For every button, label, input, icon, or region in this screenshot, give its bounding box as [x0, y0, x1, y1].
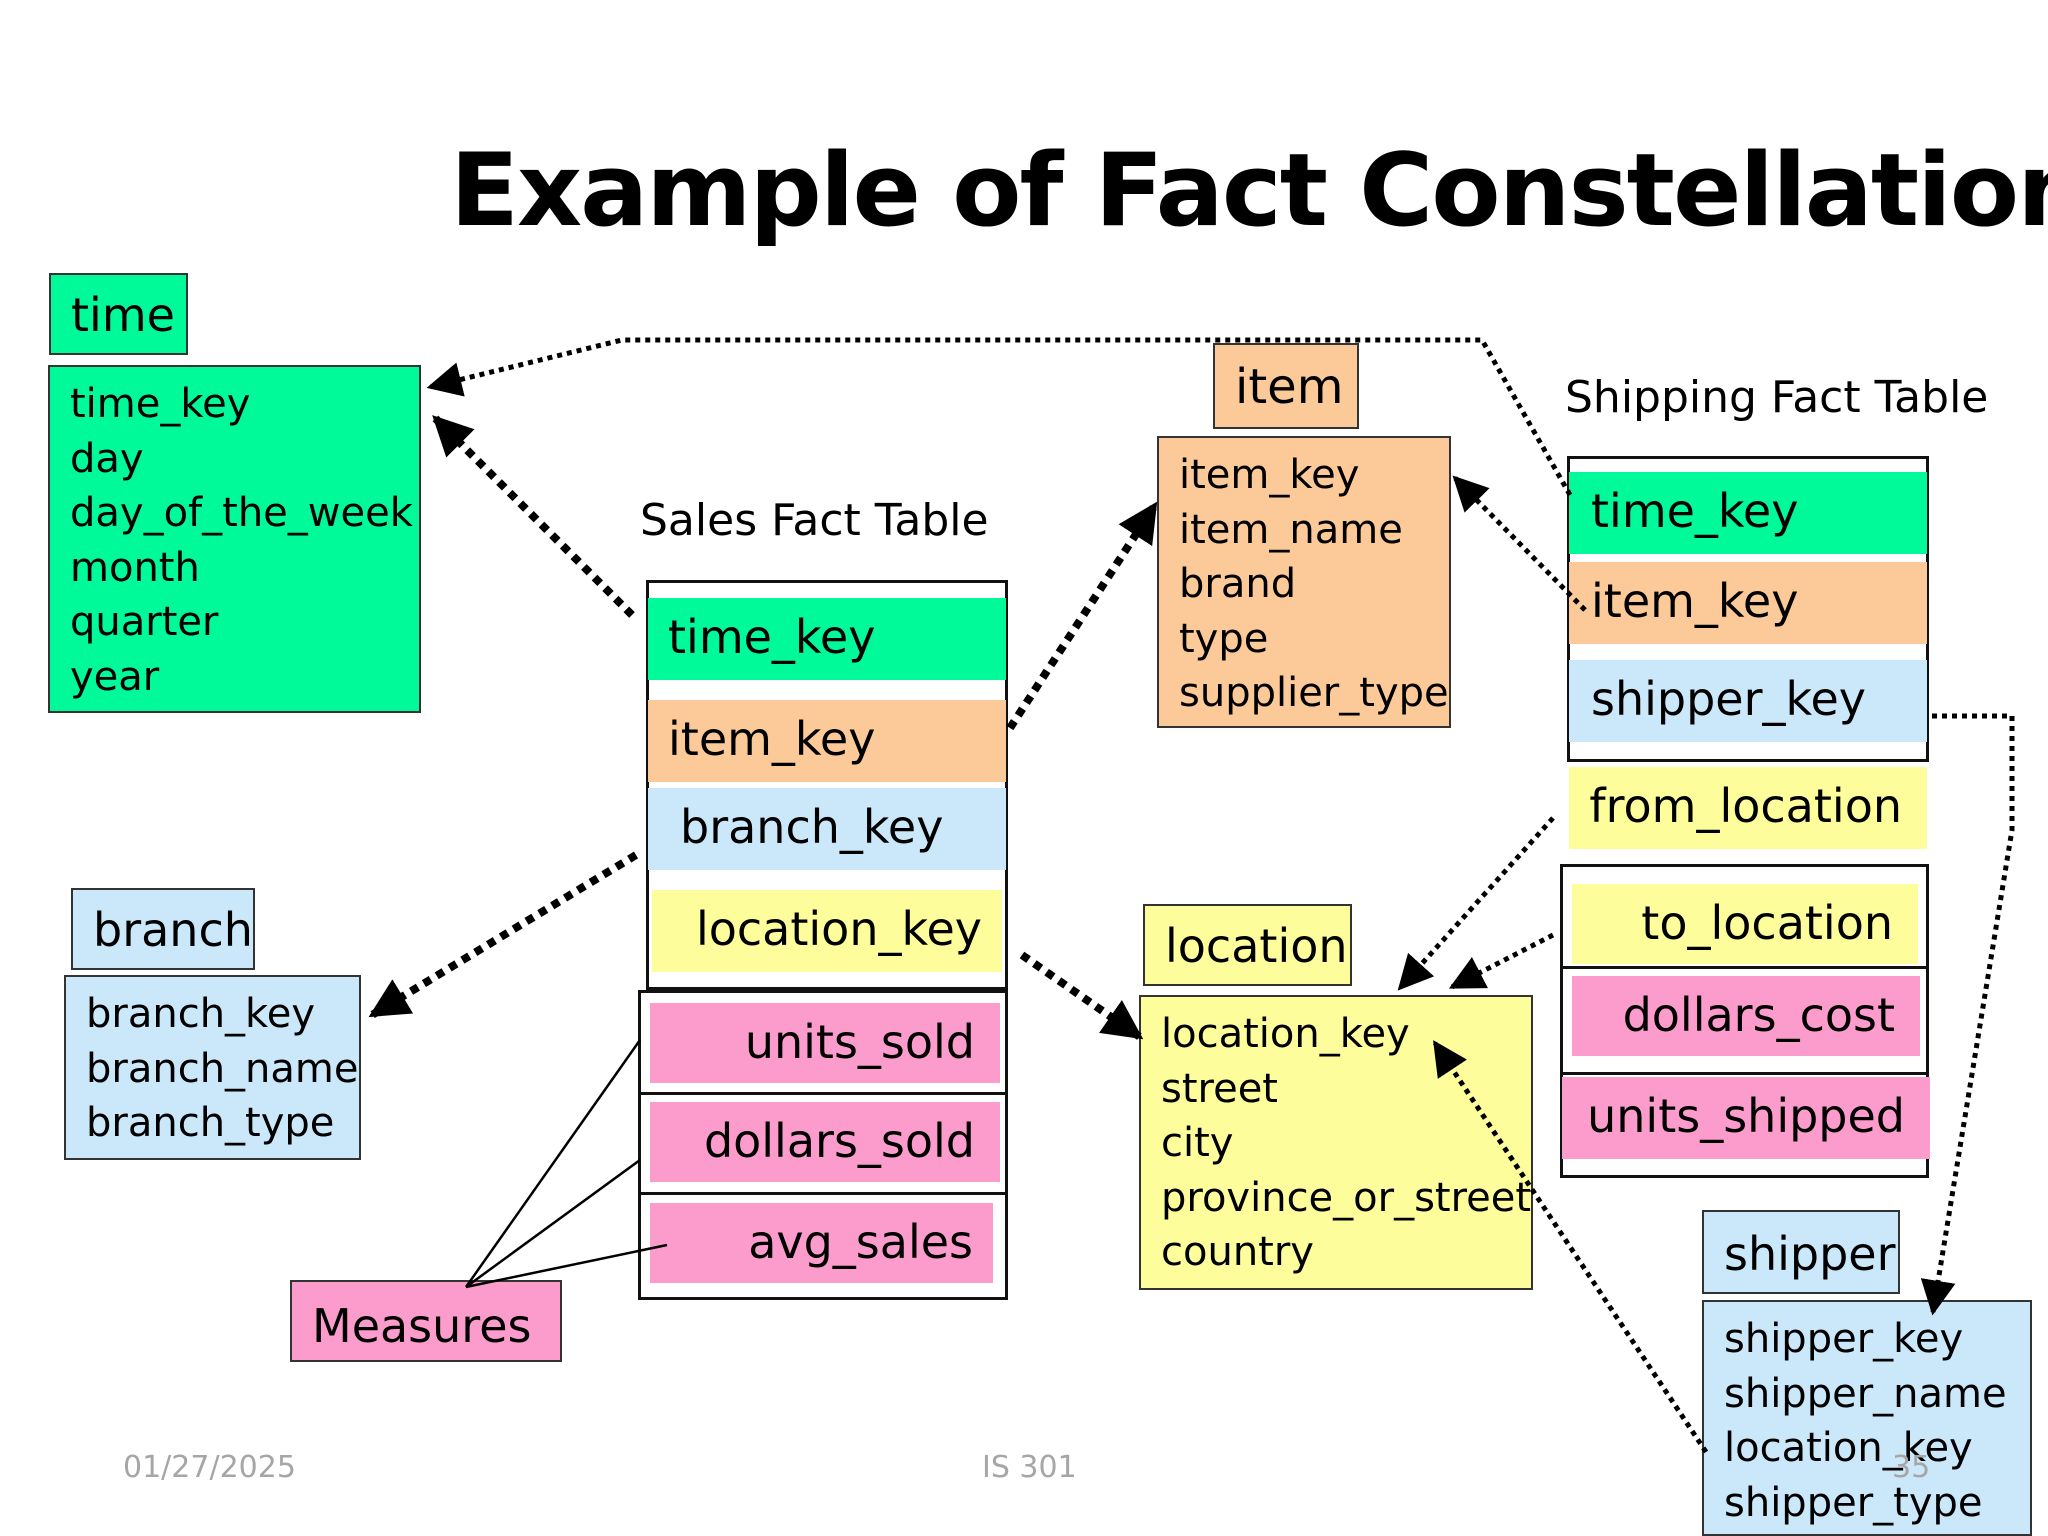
shipping-to-location: to_location	[1572, 884, 1918, 964]
shipping-item-key: item_key	[1569, 562, 1927, 644]
branch-table-header: branch	[71, 888, 255, 970]
sales-to-branch-connector	[368, 851, 639, 1019]
shipping-divider	[1563, 1072, 1926, 1075]
time-field: month	[70, 544, 200, 591]
sales-to-location-connector	[1019, 951, 1144, 1041]
sales-item-key: item_key	[648, 700, 1006, 782]
time-field: quarter	[70, 599, 219, 645]
measures-label: Measures	[290, 1280, 562, 1362]
time-table-header: time	[49, 273, 188, 355]
sales-branch-key: branch_key	[648, 788, 1006, 870]
time-field: day_of_the_week	[70, 490, 413, 536]
footer-date: 01/27/2025	[123, 1450, 296, 1485]
shipping-to-time-connector	[426, 337, 1573, 497]
sales-units-sold: units_sold	[650, 1003, 1000, 1083]
location-field: province_or_street	[1161, 1174, 1532, 1221]
branch-field: branch_name	[86, 1045, 359, 1092]
sales-dollars-sold: dollars_sold	[650, 1102, 1000, 1182]
footer-course: IS 301	[982, 1450, 1077, 1485]
item-field: brand	[1179, 561, 1297, 607]
branch-field: branch_key	[86, 991, 316, 1037]
item-field: type	[1179, 615, 1269, 662]
from-location-connector	[1397, 816, 1555, 991]
shipper-location-connector	[1432, 1040, 1709, 1454]
location-dimension-table: location_key street city province_or_str…	[1139, 995, 1533, 1290]
shipper-dimension-table: shipper_key shipper_name location_key sh…	[1702, 1300, 2032, 1536]
shipper-field: shipper_key	[1724, 1316, 1964, 1362]
sales-time-key: time_key	[648, 598, 1006, 680]
time-field: year	[70, 653, 160, 700]
location-field: location_key	[1161, 1011, 1410, 1057]
shipping-units-shipped: units_shipped	[1562, 1077, 1930, 1159]
shipper-field: shipper_name	[1724, 1370, 2007, 1417]
time-field: day	[70, 435, 144, 482]
shipping-from-location: from_location	[1569, 767, 1927, 849]
measures-pointer-line	[464, 1039, 642, 1288]
measures-pointer-line	[465, 1158, 641, 1289]
item-table-header: item	[1213, 343, 1359, 429]
sales-location-key: location_key	[652, 890, 1002, 972]
time-dimension-table: time_key day day_of_the_week month quart…	[48, 365, 421, 713]
shipping-time-key: time_key	[1569, 472, 1927, 554]
sales-to-item-connector	[1006, 501, 1159, 731]
item-dimension-table: item_key item_name brand type supplier_t…	[1157, 436, 1451, 728]
to-location-connector	[1448, 932, 1555, 990]
shipper-table-header: shipper	[1702, 1210, 1900, 1294]
sales-to-time-connector	[432, 415, 635, 618]
time-field: time_key	[70, 381, 251, 427]
shipping-dollars-cost: dollars_cost	[1572, 976, 1920, 1056]
shipper-field: shipper_type	[1724, 1479, 1983, 1526]
sales-fact-table-caption: Sales Fact Table	[640, 495, 989, 546]
branch-field: branch_type	[86, 1100, 335, 1146]
shipping-fact-table-caption: Shipping Fact Table	[1565, 372, 1989, 423]
branch-dimension-table: branch_key branch_name branch_type	[64, 975, 361, 1160]
sales-avg-sales: avg_sales	[650, 1203, 993, 1283]
shipper-field: location_key	[1724, 1425, 1973, 1471]
measures-pointer-line	[465, 1243, 668, 1289]
slide-title: Example of Fact Constellation	[450, 131, 2048, 249]
measure-divider	[641, 1192, 1005, 1195]
item-field: item_name	[1179, 506, 1403, 553]
shipping-divider	[1563, 966, 1926, 969]
location-field: street	[1161, 1065, 1278, 1112]
shipping-shipper-key: shipper_key	[1569, 660, 1927, 742]
location-field: country	[1161, 1229, 1314, 1275]
location-table-header: location	[1143, 904, 1352, 986]
shipping-to-shipper-connector	[1920, 713, 2015, 1316]
item-field: supplier_type	[1179, 670, 1449, 716]
item-field: item_key	[1179, 452, 1360, 498]
shipping-to-item-connector	[1452, 475, 1587, 612]
measure-divider	[641, 1092, 1005, 1095]
footer-page-number: 35	[1892, 1450, 1931, 1485]
location-field: city	[1161, 1120, 1234, 1166]
